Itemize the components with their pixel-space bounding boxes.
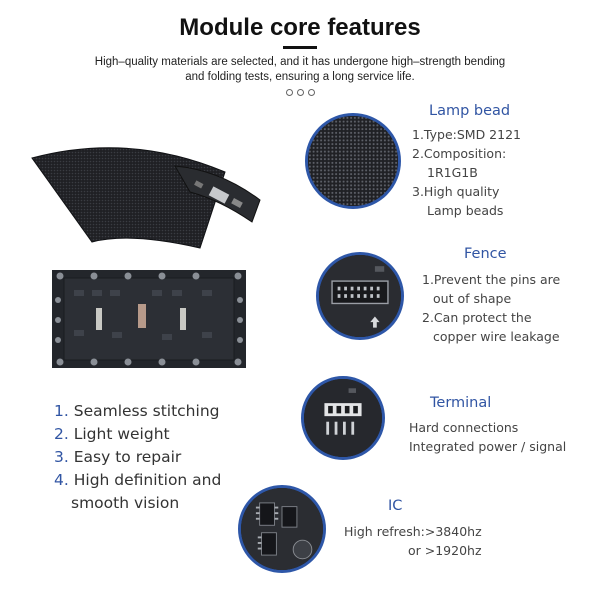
lamp-bead-line-5: Lamp beads xyxy=(427,203,504,218)
feature-item-4-continued: smooth vision xyxy=(71,494,180,512)
ic-description: High refresh:>3840hz or >1920hz xyxy=(344,522,482,560)
ic-circle-image xyxy=(238,485,326,573)
flexible-module-image xyxy=(31,147,261,249)
page-subtitle: High–quality materials are selected, and… xyxy=(60,55,540,85)
ic-line-1: High refresh:>3840hz xyxy=(344,524,482,539)
lamp-bead-line-1: 1.Type:SMD 2121 xyxy=(412,127,521,142)
terminal-circle-image xyxy=(301,376,385,460)
terminal-description: Hard connections Integrated power / sign… xyxy=(409,418,566,456)
feature-item-3: 3. Easy to repair xyxy=(54,448,182,466)
page-title: Module core features xyxy=(179,14,421,41)
ic-heading: IC xyxy=(388,498,403,514)
features-list: 1. Seamless stitching 2. Light weight 3.… xyxy=(54,400,221,515)
fence-circle-image xyxy=(316,252,404,340)
subtitle-line-1: High–quality materials are selected, and… xyxy=(94,56,506,68)
lamp-bead-line-4: 3.High quality xyxy=(412,184,500,199)
fence-line-3: 2.Can protect the xyxy=(422,310,532,325)
terminal-line-2: Integrated power / signal xyxy=(409,439,567,454)
dot-1 xyxy=(286,89,293,96)
feature-item-1: 1. Seamless stitching xyxy=(54,402,220,420)
terminal-line-1: Hard connections xyxy=(409,420,519,435)
dot-2 xyxy=(297,89,304,96)
lamp-bead-description: 1.Type:SMD 2121 2.Composition: 1R1G1B 3.… xyxy=(412,125,521,220)
lamp-bead-line-2: 2.Composition: xyxy=(412,146,507,161)
terminal-heading: Terminal xyxy=(430,395,492,411)
dot-3 xyxy=(308,89,315,96)
feature-item-4: 4. High definition and xyxy=(54,471,222,489)
lamp-bead-heading: Lamp bead xyxy=(429,103,511,119)
fence-description: 1.Prevent the pins are out of shape 2.Ca… xyxy=(422,270,560,346)
title-underline xyxy=(283,46,317,49)
pagination-dots xyxy=(286,89,315,96)
lamp-bead-line-3: 1R1G1B xyxy=(427,165,478,180)
fence-heading: Fence xyxy=(464,246,507,262)
fence-line-1: 1.Prevent the pins are xyxy=(422,272,561,287)
subtitle-line-2: and folding tests, ensuring a long servi… xyxy=(185,71,415,83)
lamp-bead-circle-image xyxy=(305,113,401,209)
feature-item-2: 2. Light weight xyxy=(54,425,170,443)
module-back-image xyxy=(52,270,246,368)
fence-line-2: out of shape xyxy=(433,291,512,306)
ic-line-2: or >1920hz xyxy=(408,543,482,558)
fence-line-4: copper wire leakage xyxy=(433,329,560,344)
